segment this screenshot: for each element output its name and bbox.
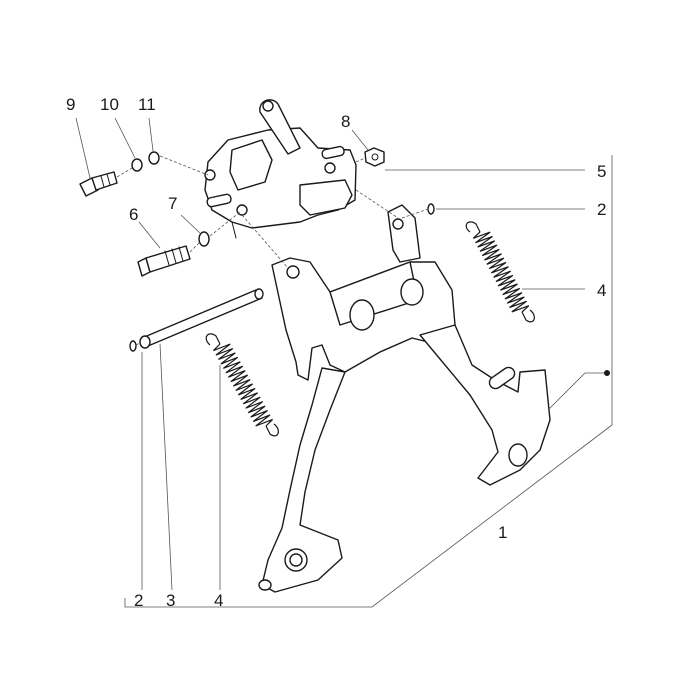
callout-4-upper: 4 bbox=[597, 281, 606, 300]
leader-lines bbox=[75, 117, 604, 591]
washer-11 bbox=[148, 151, 160, 165]
upper-bracket bbox=[204, 99, 357, 239]
washer-10 bbox=[131, 158, 143, 172]
callout-2-lower: 2 bbox=[134, 591, 143, 610]
callout-3: 3 bbox=[166, 591, 175, 610]
callout-2-upper: 2 bbox=[597, 200, 606, 219]
callout-8: 8 bbox=[341, 112, 350, 131]
washer-7 bbox=[198, 231, 210, 247]
clip-ring-lower bbox=[129, 340, 137, 352]
nut-8 bbox=[364, 147, 385, 167]
callout-10: 10 bbox=[100, 95, 119, 114]
callout-1: 1 bbox=[498, 523, 507, 542]
callout-labels: 9 10 11 8 5 6 7 2 4 1 2 3 4 bbox=[66, 95, 606, 610]
alignment-lines bbox=[116, 155, 429, 346]
callout-9: 9 bbox=[66, 95, 75, 114]
callout-5: 5 bbox=[597, 162, 606, 181]
pivot-pin bbox=[139, 288, 264, 349]
callout-7: 7 bbox=[168, 194, 177, 213]
clip-ring-upper bbox=[427, 203, 435, 215]
callout-4-lower: 4 bbox=[214, 591, 223, 610]
assembly-frame bbox=[124, 155, 613, 608]
leader-dot bbox=[604, 370, 610, 376]
callout-11: 11 bbox=[138, 95, 156, 114]
spring-lower bbox=[205, 333, 279, 437]
bolt-6 bbox=[137, 245, 191, 277]
callout-6: 6 bbox=[129, 205, 138, 224]
bolt-9 bbox=[79, 171, 118, 197]
spring-upper bbox=[465, 221, 535, 323]
center-stand bbox=[258, 204, 551, 593]
